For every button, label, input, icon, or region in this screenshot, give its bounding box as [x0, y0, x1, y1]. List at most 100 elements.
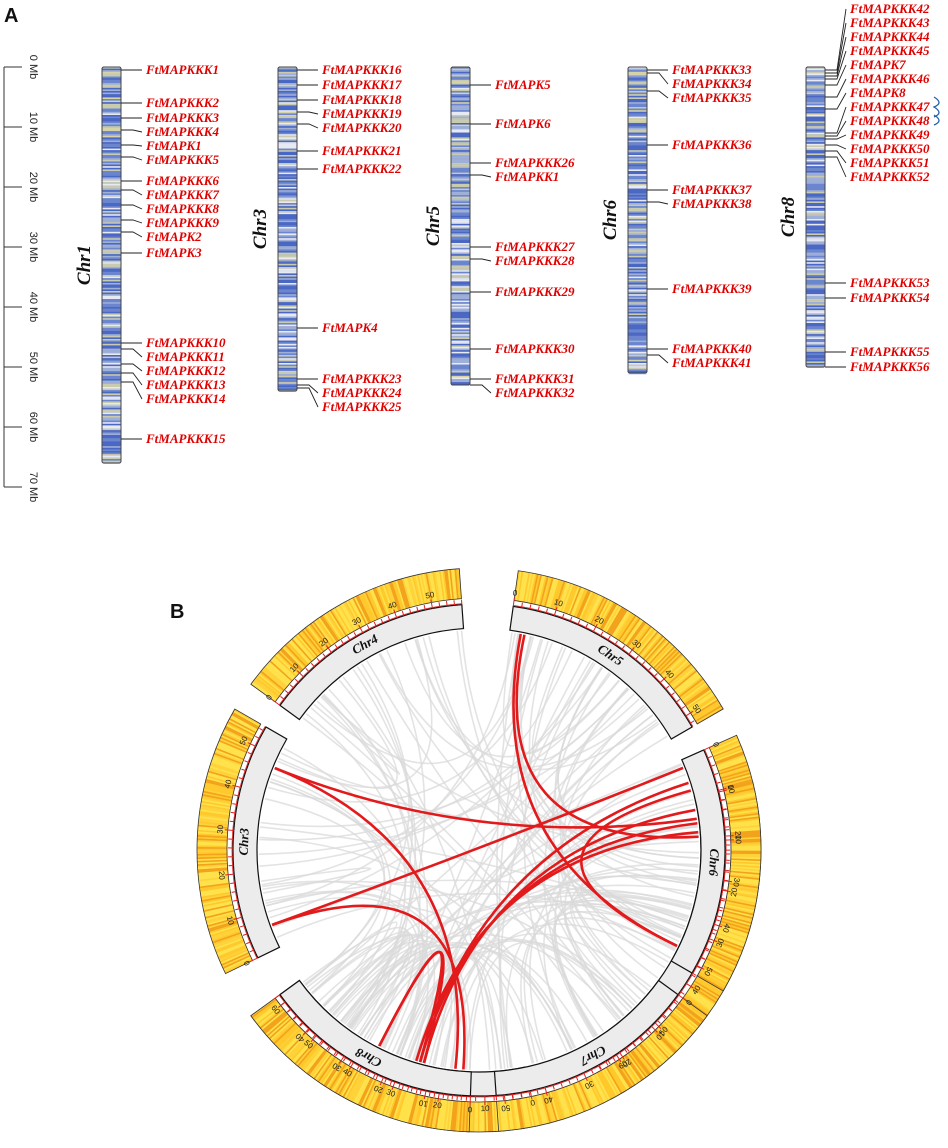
collinear-block-link [363, 735, 668, 1039]
gene-label: FtMAPKKK14 [145, 391, 226, 406]
density-band [806, 222, 825, 224]
density-band [278, 339, 297, 341]
density-band [806, 342, 825, 344]
density-band [102, 375, 121, 378]
density-band [451, 155, 470, 157]
density-band [102, 388, 121, 391]
density-band [724, 907, 754, 916]
density-band [806, 297, 825, 300]
density-band [694, 703, 722, 721]
density-band [638, 631, 659, 656]
density-band [550, 579, 561, 609]
density-band [231, 713, 259, 730]
density-band [451, 107, 470, 109]
density-band [278, 334, 297, 336]
density-band [102, 161, 121, 164]
collinear-block-link [259, 698, 640, 856]
density-band [628, 180, 647, 183]
density-band [200, 891, 231, 899]
density-band [102, 425, 121, 428]
density-band [278, 262, 297, 264]
density-band [102, 387, 121, 389]
density-band [102, 411, 121, 413]
density-band [102, 143, 121, 146]
ruler-label: 10 Mb [27, 112, 39, 143]
density-band [278, 281, 297, 284]
density-band [727, 801, 758, 808]
density-band [375, 586, 389, 616]
density-band [696, 976, 723, 994]
chromosome-name: Chr3 [250, 209, 271, 249]
density-band [628, 305, 647, 308]
density-band [806, 363, 825, 365]
density-band [806, 196, 825, 199]
density-band [102, 423, 121, 426]
density-band [806, 212, 825, 215]
density-band [674, 1007, 699, 1029]
density-band [221, 951, 250, 966]
density-band [540, 1094, 550, 1124]
density-band [226, 722, 255, 738]
density-band [102, 177, 121, 180]
density-band [213, 752, 243, 765]
density-band [628, 281, 647, 284]
density-band [576, 1081, 591, 1110]
density-band [278, 167, 297, 170]
density-band [446, 1100, 452, 1131]
density-band [628, 355, 647, 357]
scale-tick [677, 994, 686, 1001]
density-band [451, 108, 470, 111]
density-ring [196, 568, 762, 1133]
density-band [208, 768, 238, 780]
density-band [522, 1097, 530, 1128]
density-band [554, 580, 566, 611]
density-band [102, 404, 121, 407]
density-band [806, 251, 825, 253]
density-band [628, 295, 647, 298]
density-band [682, 683, 708, 703]
density-band [806, 358, 825, 360]
density-band [631, 1049, 651, 1075]
density-band [444, 569, 450, 600]
density-band [102, 169, 121, 172]
density-band [405, 577, 415, 607]
density-band [102, 259, 121, 261]
density-band [451, 86, 470, 88]
density-band [404, 1093, 414, 1123]
density-band [298, 1043, 319, 1068]
density-band [278, 179, 297, 181]
density-band [278, 238, 297, 240]
density-band [102, 460, 121, 463]
density-band [102, 343, 121, 346]
density-band [806, 127, 825, 130]
density-band [451, 300, 470, 303]
density-band [628, 294, 647, 296]
density-band [102, 94, 121, 96]
density-band [698, 971, 726, 988]
density-band [806, 92, 825, 95]
density-band [451, 345, 470, 348]
density-band [197, 829, 228, 834]
density-band [715, 936, 744, 949]
density-band [352, 1075, 368, 1104]
density-band [310, 1052, 330, 1078]
density-band [451, 70, 470, 72]
density-band [690, 985, 717, 1004]
density-band [251, 681, 278, 701]
density-band [656, 1027, 680, 1050]
density-band [530, 574, 539, 604]
density-band [451, 239, 470, 242]
gene-connector [121, 156, 143, 161]
density-band [449, 569, 455, 600]
gene-label: FtMAPKKK10 [145, 335, 226, 350]
gene-connector [121, 129, 143, 133]
density-band [258, 1007, 284, 1028]
density-band [280, 1028, 303, 1052]
density-band [217, 943, 246, 957]
density-band [278, 156, 297, 159]
density-band [676, 675, 702, 696]
density-band [278, 196, 297, 199]
density-band [451, 307, 470, 309]
density-band [658, 652, 682, 675]
density-band [725, 899, 756, 908]
